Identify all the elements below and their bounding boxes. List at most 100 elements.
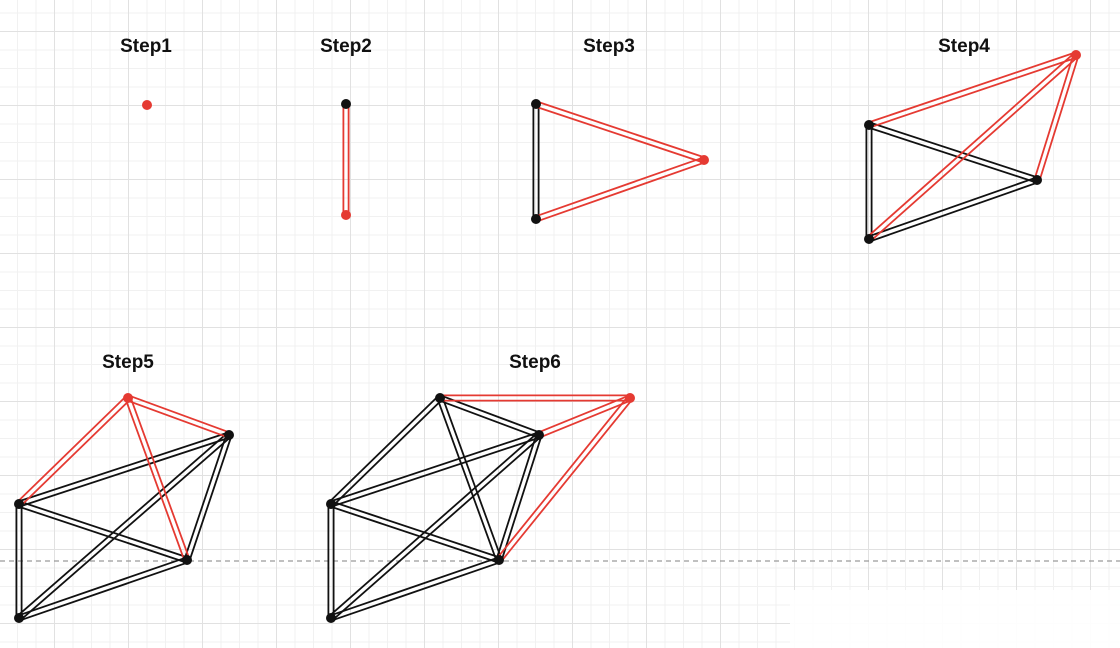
step5-edge-4-stroke <box>18 436 231 508</box>
step3-edge-3-red <box>534 156 706 223</box>
step4-edge-4-red-stroke <box>868 56 1078 129</box>
step4-edge-5-red-stroke <box>866 52 1076 238</box>
step6-edge-3 <box>329 556 501 622</box>
step5-edge-5-stroke <box>16 432 229 617</box>
step3-node-1 <box>531 99 541 109</box>
step6-edge-2-stroke <box>329 505 500 564</box>
step4-edge-6-red <box>1033 53 1080 182</box>
step6-node-1 <box>326 499 336 509</box>
step4-edge-3 <box>867 176 1039 243</box>
step5-edge-7-red-stroke <box>19 398 131 507</box>
step4-edge-4-red-stroke <box>867 51 1077 124</box>
step6-edge-4-stroke <box>330 436 541 508</box>
step6-edge-11-red-stroke <box>537 394 630 434</box>
step5-edge-2 <box>17 500 189 564</box>
step5-edge-5 <box>16 432 232 621</box>
step6-edge-10-red <box>439 394 631 402</box>
step6-edge-11-red <box>537 394 632 439</box>
step6-edge-7-stroke <box>328 395 440 504</box>
step5-edge-8-red-stroke <box>129 396 191 561</box>
step5-node-3 <box>182 555 192 565</box>
step6-edge-8-stroke <box>441 396 503 561</box>
step4-edge-6-red-stroke <box>1038 54 1080 182</box>
step2-title: Step2 <box>320 36 372 57</box>
step6-edge-9-stroke <box>438 399 539 439</box>
step6-node-4 <box>534 430 544 440</box>
step6-title: Step6 <box>509 352 561 373</box>
step5-edge-6-stroke <box>183 433 228 561</box>
step5-edge-9-red-stroke <box>127 394 231 434</box>
step3-edge-3-red-stroke <box>535 161 706 223</box>
step3-node-2 <box>531 214 541 224</box>
step4-edge-2 <box>867 121 1039 184</box>
step6-edge-5-stroke <box>331 436 542 621</box>
step6-node-5 <box>435 393 445 403</box>
step6-edge-6-stroke <box>495 433 538 561</box>
step5-edge-3-stroke <box>18 561 189 622</box>
step5-edge-5-stroke <box>19 436 232 621</box>
step3-edge-1 <box>532 103 540 220</box>
nodes <box>14 50 1081 623</box>
step5-edge-4 <box>17 431 231 508</box>
step5-edge-9-red <box>126 394 231 439</box>
step5-edge-3-stroke <box>17 556 188 617</box>
step6-node-6-new <box>625 393 635 403</box>
step6-edge-11-red-stroke <box>539 399 632 439</box>
step4-edge-5-red-stroke <box>869 56 1079 242</box>
step5-node-1 <box>14 499 24 509</box>
step1-title: Step1 <box>120 36 172 57</box>
step5-edge-3 <box>17 556 189 622</box>
step4-node-2 <box>864 234 874 244</box>
step4-edge-6-red-stroke <box>1033 53 1075 181</box>
step2-node-2-new <box>341 210 351 220</box>
step4-edge-3-stroke <box>868 181 1039 243</box>
step5-edge-7-red <box>16 395 131 507</box>
step6-edge-6-stroke <box>500 434 543 562</box>
step3-edge-2-red <box>534 100 706 164</box>
step2-edge-1-red <box>342 103 350 216</box>
step5-title: Step5 <box>102 352 154 373</box>
step5-node-4 <box>224 430 234 440</box>
step6-edge-4-stroke <box>329 431 540 503</box>
step5-edge-4-stroke <box>17 431 230 503</box>
step4-edge-2-stroke <box>868 121 1039 179</box>
blank-patch <box>790 590 1120 648</box>
step6-edge-7 <box>328 395 443 507</box>
step6-edge-5 <box>328 432 542 621</box>
step6-edge-2 <box>329 500 501 564</box>
step6-edge-12-red <box>496 395 633 563</box>
step6-edge-2-stroke <box>330 500 501 559</box>
step5-edge-6-stroke <box>188 434 233 562</box>
step5-edge-2-stroke <box>17 505 188 564</box>
step4-node-1 <box>864 120 874 130</box>
step6-edge-6 <box>495 433 543 562</box>
step6-edge-8 <box>436 396 503 562</box>
step3-edge-2-red-stroke <box>535 100 706 159</box>
step6-edge-8-stroke <box>436 397 498 562</box>
step4-node-4-new <box>1071 50 1081 60</box>
step5-edge-1 <box>15 503 23 619</box>
step3-title: Step3 <box>583 36 635 57</box>
step6-edge-9-stroke <box>440 394 541 434</box>
step3-edge-3-red-stroke <box>534 156 705 218</box>
step6-edge-3-stroke <box>330 561 501 622</box>
step6-edge-7-stroke <box>331 398 443 507</box>
step5-node-5-new <box>123 393 133 403</box>
step6-edge-12-red-stroke <box>496 395 629 560</box>
step6-edge-1 <box>327 503 335 619</box>
step3-edge-2-red-stroke <box>534 105 705 164</box>
step6-node-3 <box>494 555 504 565</box>
step4-edge-2-stroke <box>867 126 1038 184</box>
step4-edge-3-stroke <box>867 176 1038 238</box>
step4-title: Step4 <box>938 36 990 57</box>
step5-edge-6 <box>183 433 233 562</box>
step6-edge-9 <box>438 394 541 439</box>
step4-edge-1 <box>865 124 873 240</box>
step5-edge-8-red <box>124 396 191 562</box>
step5-edge-9-red-stroke <box>126 399 230 439</box>
step5-edge-8-red-stroke <box>124 397 186 562</box>
step4-node-3 <box>1032 175 1042 185</box>
step1-node-1-new <box>142 100 152 110</box>
